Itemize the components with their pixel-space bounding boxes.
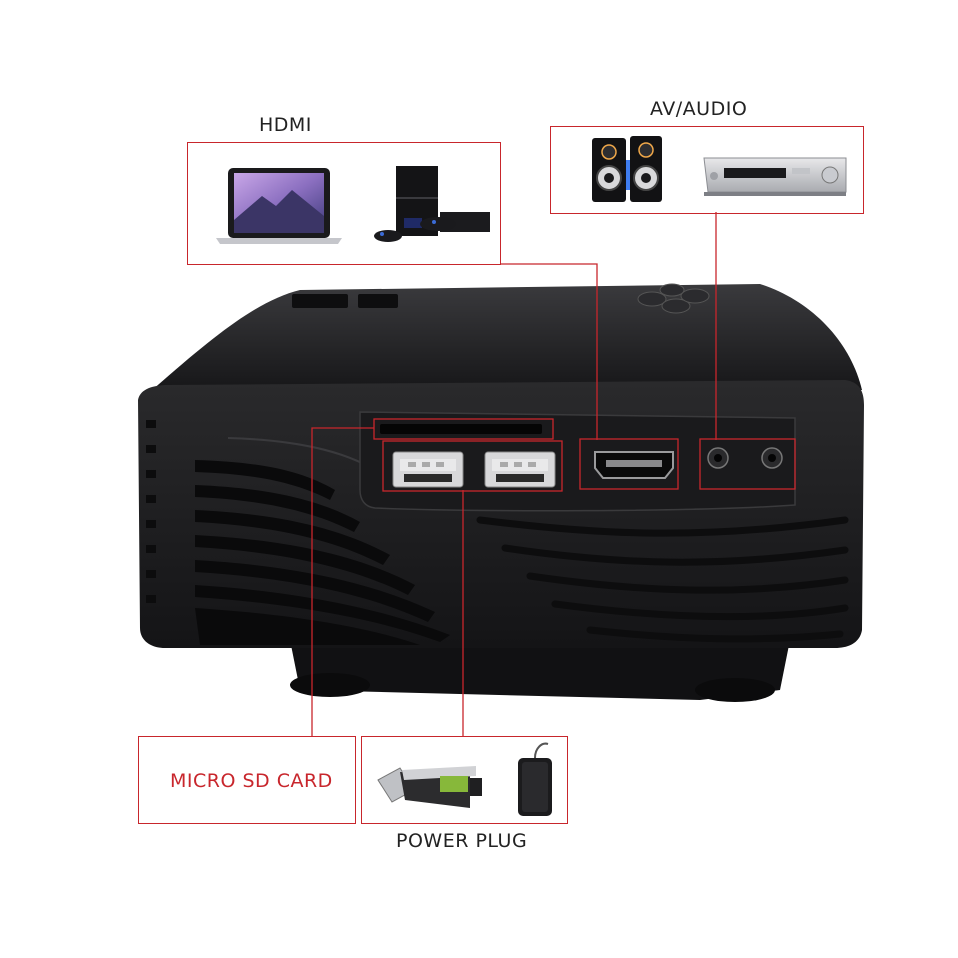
power-bank-icon	[518, 742, 552, 816]
hdmi-highlight	[579, 438, 679, 490]
usb-port-2	[484, 451, 556, 488]
av-devices-box	[550, 126, 864, 214]
vent-grill	[195, 460, 450, 645]
side-ribs	[146, 420, 156, 603]
av-audio-label: AV/AUDIO	[650, 98, 748, 120]
usb-flash-drive-icon	[377, 766, 482, 808]
micro-sd-label: MICRO SD CARD	[170, 770, 333, 792]
game-console-icon	[374, 166, 490, 242]
control-buttons	[637, 283, 710, 314]
av-receiver-icon	[703, 157, 847, 196]
hdmi-port	[594, 451, 674, 479]
hdmi-label: HDMI	[259, 114, 312, 136]
usb-highlight	[382, 440, 563, 492]
projector	[138, 283, 864, 702]
callout-lines	[311, 212, 717, 736]
port-highlights	[373, 418, 796, 492]
speakers-icon	[592, 136, 662, 202]
usb-port-1	[392, 451, 464, 488]
laptop-icon	[216, 168, 342, 244]
av-highlight	[699, 438, 796, 490]
micro-sd-box	[138, 736, 356, 824]
hdmi-devices-box	[187, 142, 501, 265]
top-vent-1	[292, 294, 348, 308]
audio-jack	[761, 447, 783, 469]
port-panel	[359, 411, 796, 512]
power-plug-label: POWER PLUG	[396, 830, 528, 852]
top-vent-2	[358, 294, 398, 308]
usb-devices-box	[361, 736, 568, 824]
front-grooves	[476, 516, 849, 643]
sd-slot-highlight	[373, 418, 554, 440]
av-jack	[707, 447, 729, 469]
sd-card-slot	[380, 424, 542, 434]
